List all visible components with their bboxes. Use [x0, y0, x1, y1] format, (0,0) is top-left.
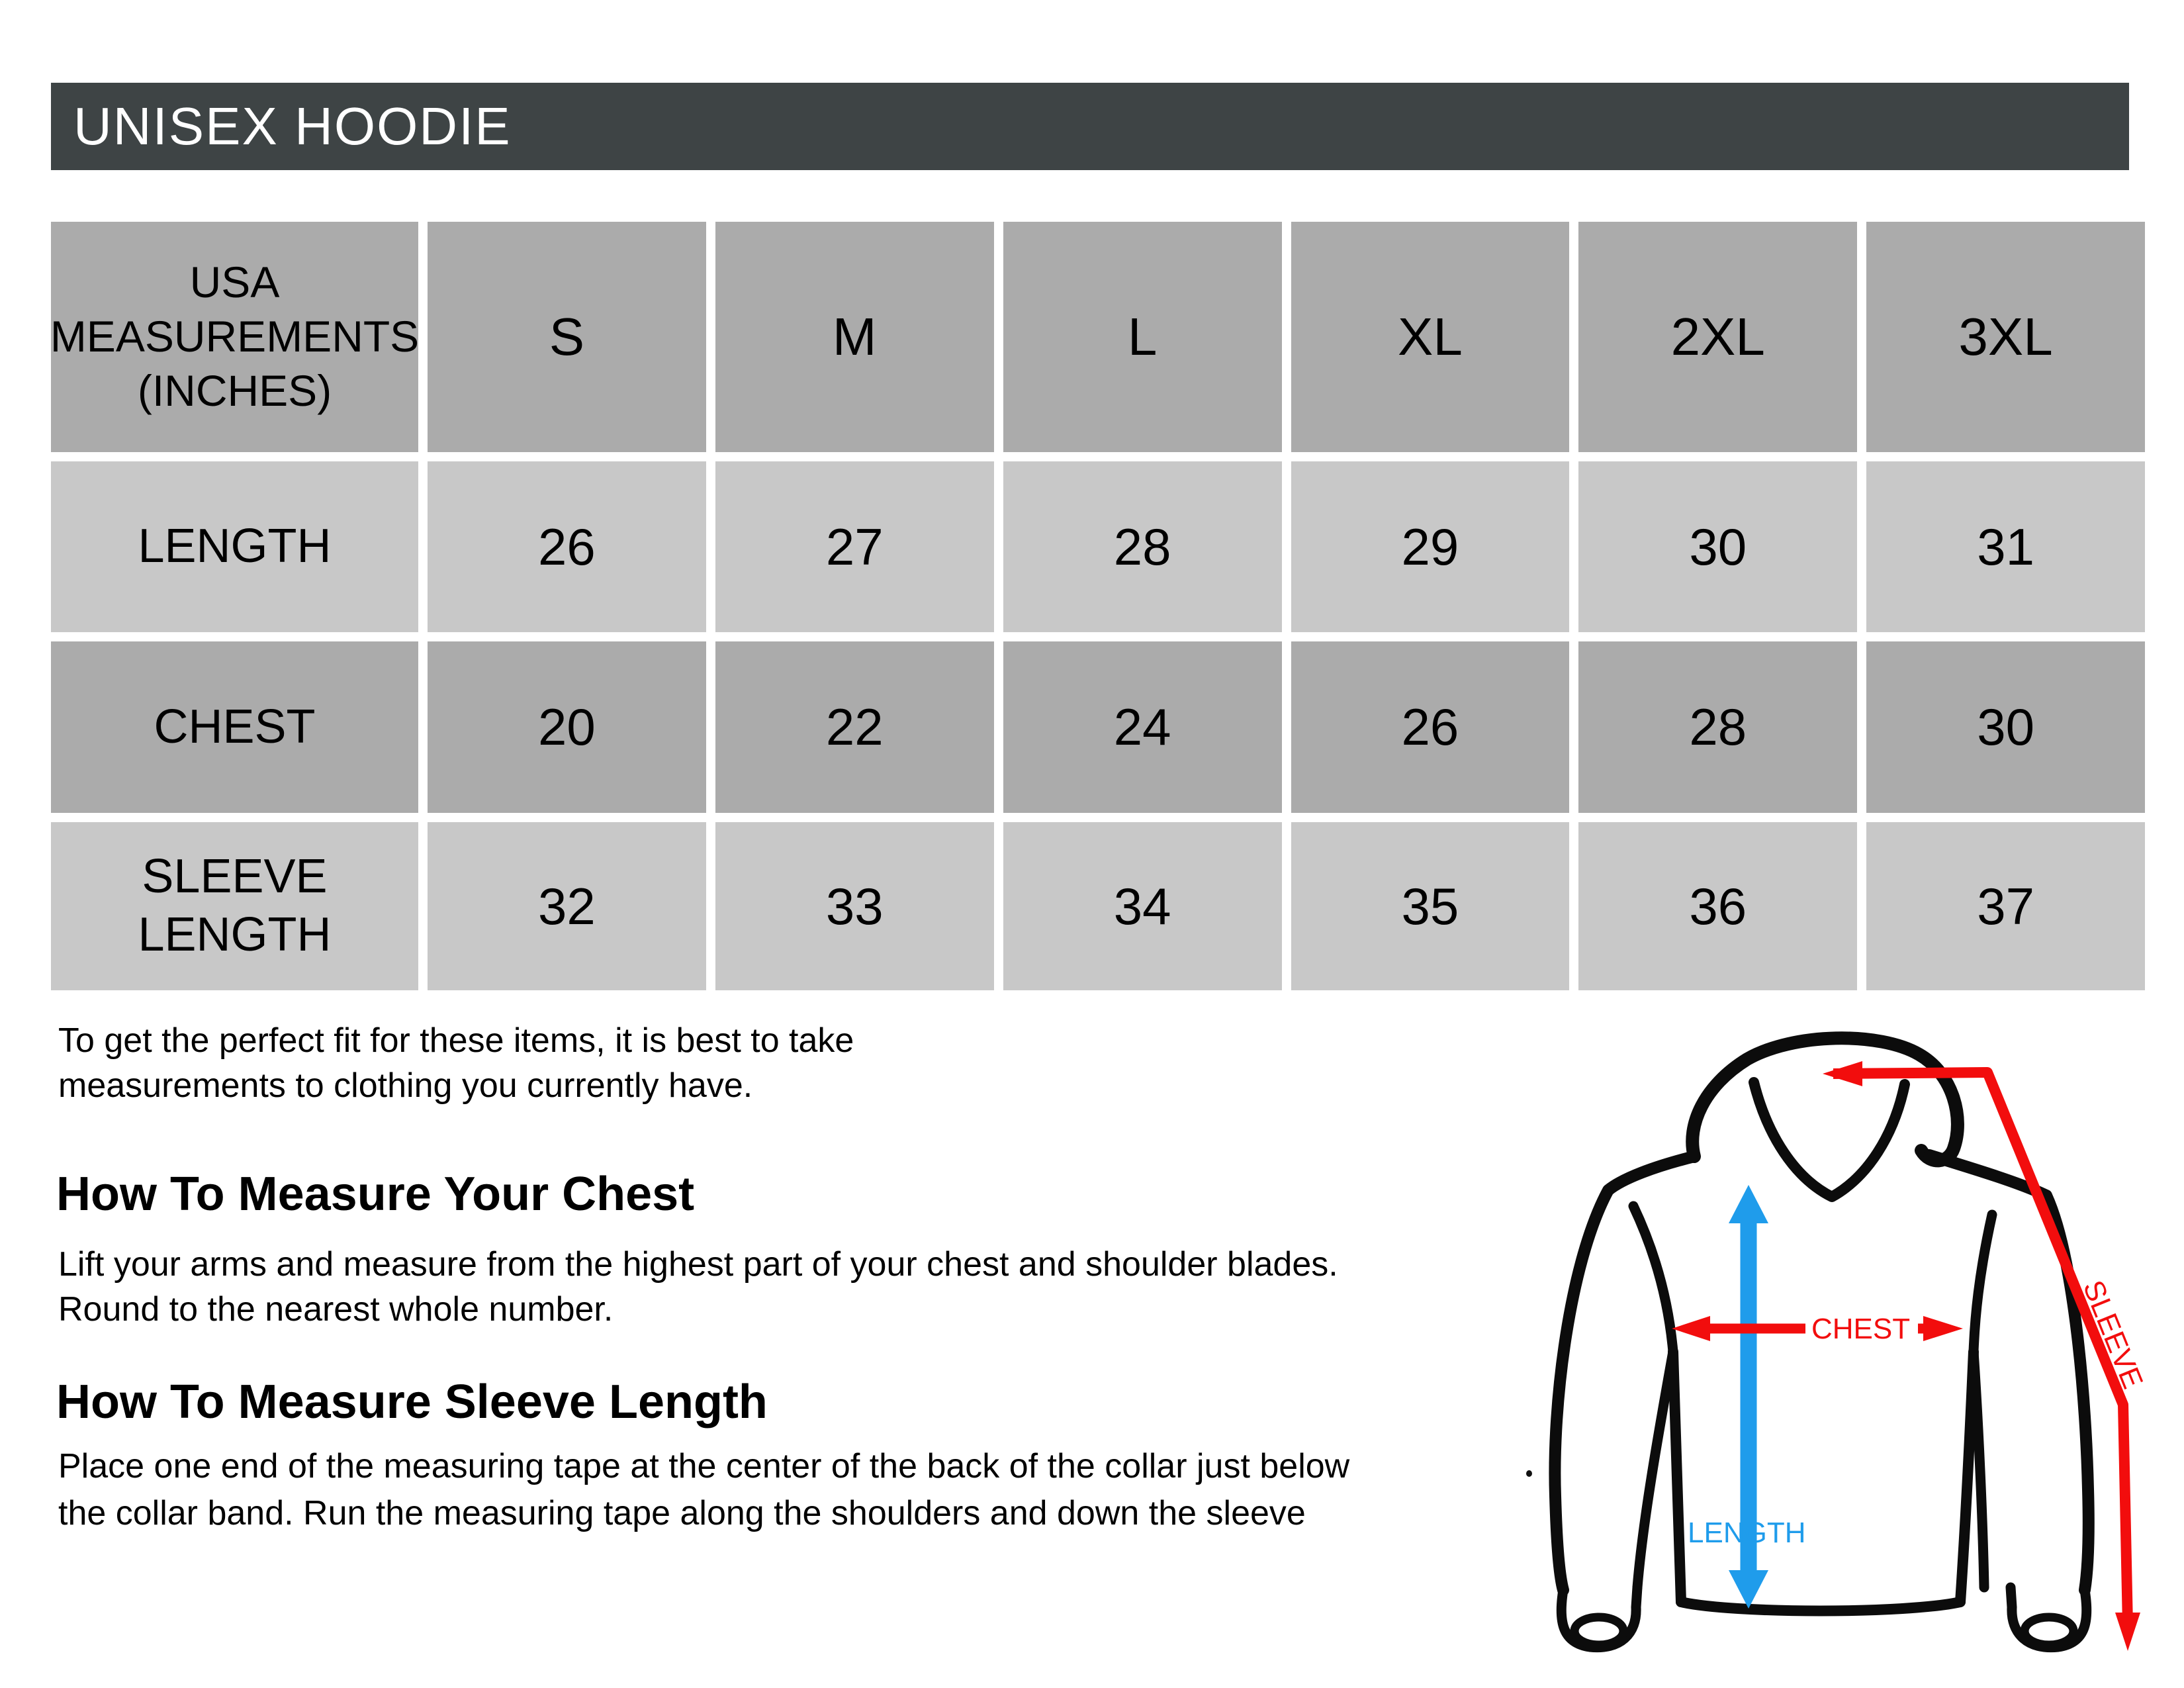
chest-heading: How To Measure Your Chest — [56, 1168, 695, 1221]
chest-arrow: CHEST — [1672, 1313, 1963, 1345]
size-table: USA MEASUREMENTS (INCHES) S M L XL 2XL 3… — [50, 222, 2145, 990]
length-value-xl: 29 — [1291, 461, 1570, 632]
chest-instructions-line2: Round to the nearest whole number. — [58, 1290, 614, 1329]
row-label-sleeve-length: SLEEVE LENGTH — [51, 822, 418, 990]
table-header-size-s: S — [428, 222, 706, 452]
left-seam — [1628, 1201, 1678, 1593]
sleeve-heading: How To Measure Sleeve Length — [56, 1376, 768, 1429]
table-header-size-3xl: 3XL — [1866, 222, 2145, 452]
table-header-size-m: M — [715, 222, 994, 452]
sleeve-value-xl: 35 — [1291, 822, 1570, 990]
table-header-size-xl: XL — [1291, 222, 1570, 452]
collar-outline — [1749, 1077, 1910, 1202]
left-cuff-opening — [1570, 1613, 1628, 1650]
chest-value-xl: 26 — [1291, 641, 1570, 813]
fit-note-line2: measurements to clothing you currently h… — [58, 1066, 753, 1105]
chest-value-m: 22 — [715, 641, 994, 813]
title-bar: UNISEX HOODIE — [51, 83, 2129, 170]
chest-value-3xl: 30 — [1866, 641, 2145, 813]
fit-note: To get the perfect fit for these items, … — [58, 1018, 854, 1108]
length-value-s: 26 — [428, 461, 706, 632]
chest-instructions-line1: Lift your arms and measure from the high… — [58, 1245, 1338, 1284]
length-value-2xl: 30 — [1578, 461, 1858, 632]
sleeve-value-m: 33 — [715, 822, 994, 990]
sleeve-instructions: Place one end of the measuring tape at t… — [58, 1443, 1349, 1537]
fit-note-line1: To get the perfect fit for these items, … — [58, 1021, 854, 1060]
sleeve-value-s: 32 — [428, 822, 706, 990]
page-title: UNISEX HOODIE — [73, 97, 512, 156]
sleeve-instructions-line2: the collar band. Run the measuring tape … — [58, 1494, 1306, 1532]
stray-dot — [1526, 1470, 1532, 1477]
hoodie-diagram: LENGTH CHEST SLEEVE — [1549, 1031, 2149, 1653]
chest-value-2xl: 28 — [1578, 641, 1858, 813]
length-arrow: LENGTH — [1688, 1185, 1805, 1609]
length-value-m: 27 — [715, 461, 994, 632]
left-sleeve-outline — [1549, 1150, 1700, 1596]
hem-line — [1676, 1597, 1966, 1617]
body-left-edge — [1668, 1346, 1686, 1607]
chest-value-s: 20 — [428, 641, 706, 813]
right-sleeve-outline — [1923, 1149, 2095, 1596]
chest-instructions: Lift your arms and measure from the high… — [58, 1242, 1338, 1332]
hood-outline — [1686, 1031, 1964, 1168]
chest-value-l: 24 — [1003, 641, 1282, 813]
table-header-measurements: USA MEASUREMENTS (INCHES) — [50, 222, 419, 452]
sleeve-value-l: 34 — [1003, 822, 1282, 990]
body-right-edge — [1955, 1346, 1979, 1607]
length-value-l: 28 — [1003, 461, 1282, 632]
sleeve-value-3xl: 37 — [1866, 822, 2145, 990]
table-header-size-l: L — [1003, 222, 1282, 452]
length-value-3xl: 31 — [1866, 461, 2145, 632]
sleeve-instructions-line1: Place one end of the measuring tape at t… — [58, 1447, 1350, 1485]
sleeve-value-2xl: 36 — [1578, 822, 1858, 990]
row-label-chest: CHEST — [51, 641, 418, 813]
chest-label: CHEST — [1811, 1313, 1910, 1345]
right-cuff-opening — [2020, 1613, 2078, 1650]
row-label-length: LENGTH — [51, 461, 418, 632]
table-header-size-2xl: 2XL — [1578, 222, 1858, 452]
length-label: LENGTH — [1688, 1517, 1805, 1549]
